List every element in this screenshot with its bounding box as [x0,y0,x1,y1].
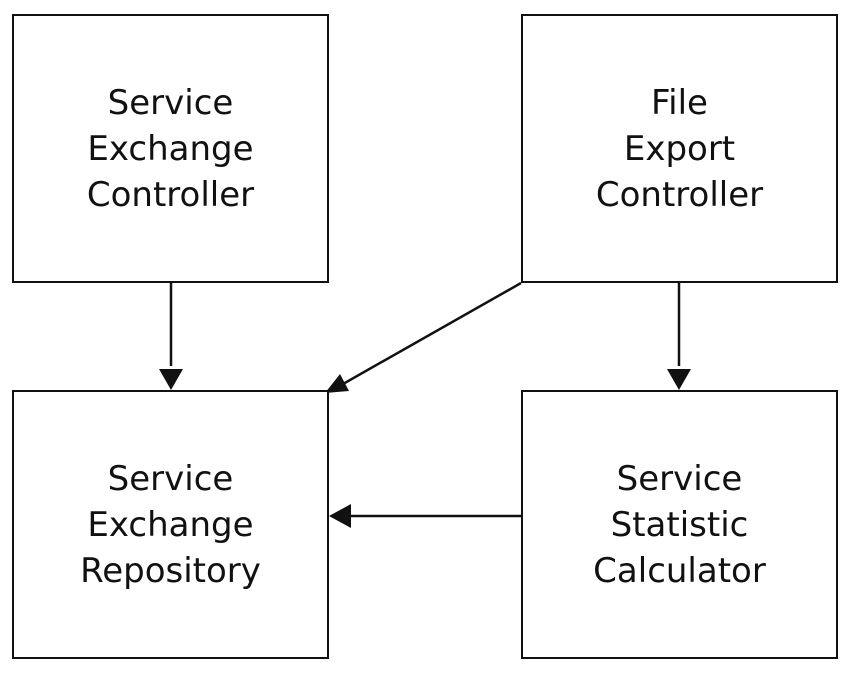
arrowhead-sec-to-ser [159,369,183,390]
edge-fec-to-ser [342,281,522,386]
node-label-line: Service [616,458,743,499]
node-label-line: Controller [595,174,764,215]
arrowhead-fec-to-ser [325,374,349,393]
arrowhead-fec-to-ssc [667,369,691,390]
node-label-line: Service [107,82,234,123]
node-service-statistic-calculator: Service Statistic Calculator [521,390,838,659]
node-label-line: Controller [86,174,255,215]
node-label-line: File [651,82,708,123]
arrowhead-ssc-to-ser [329,504,351,528]
node-service-exchange-controller: Service Exchange Controller [12,14,329,283]
node-label-line: Exchange [87,504,254,545]
node-label-line: Service [107,458,234,499]
node-label-line: Repository [80,550,261,591]
node-file-export-controller: File Export Controller [521,14,838,283]
node-service-exchange-repository: Service Exchange Repository [12,390,329,659]
node-label-line: Exchange [87,128,254,169]
node-label-line: Calculator [593,550,766,591]
node-label-line: Export [623,128,736,169]
node-label-line: Statistic [610,504,749,545]
